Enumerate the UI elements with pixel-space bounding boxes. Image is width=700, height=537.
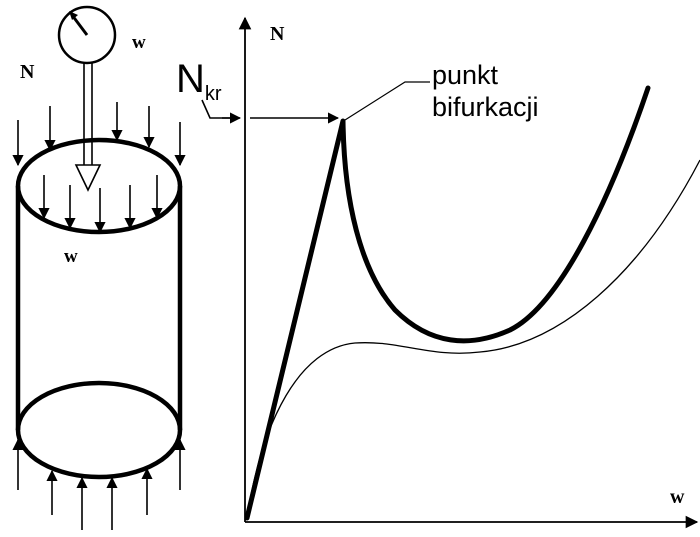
ideal-shell-curve — [244, 85, 651, 521]
gauge-label: w — [132, 32, 146, 53]
imperfect-shell-curve — [246, 159, 700, 519]
load-displacement-graph: N w Nkr punkt bifurkacji — [176, 16, 700, 529]
graph-axes — [238, 16, 699, 529]
critical-load-label: Nkr — [176, 57, 222, 105]
cylinder-top-ellipse — [15, 137, 183, 235]
critical-load-symbol: N — [176, 57, 205, 101]
critical-load-pointer — [201, 99, 340, 124]
critical-load-subscript: kr — [205, 83, 222, 105]
cylinder-figure: w N w — [12, 5, 186, 530]
top-load-arrows — [12, 102, 186, 234]
bifurcation-label-line2: bifurkacji — [432, 92, 539, 122]
cylinder-body — [15, 137, 183, 480]
y-axis-label: N — [270, 23, 285, 45]
gauge-probe-arrow — [74, 63, 102, 192]
cylinder-bottom-ellipse — [15, 380, 183, 480]
bifurcation-leader — [344, 81, 430, 121]
dial-gauge — [57, 5, 117, 65]
bifurcation-label-line1: punkt — [432, 60, 499, 90]
x-axis-label: w — [670, 486, 685, 508]
bottom-load-arrows — [12, 438, 186, 530]
force-label: N — [20, 61, 35, 83]
displacement-label: w — [64, 246, 78, 267]
